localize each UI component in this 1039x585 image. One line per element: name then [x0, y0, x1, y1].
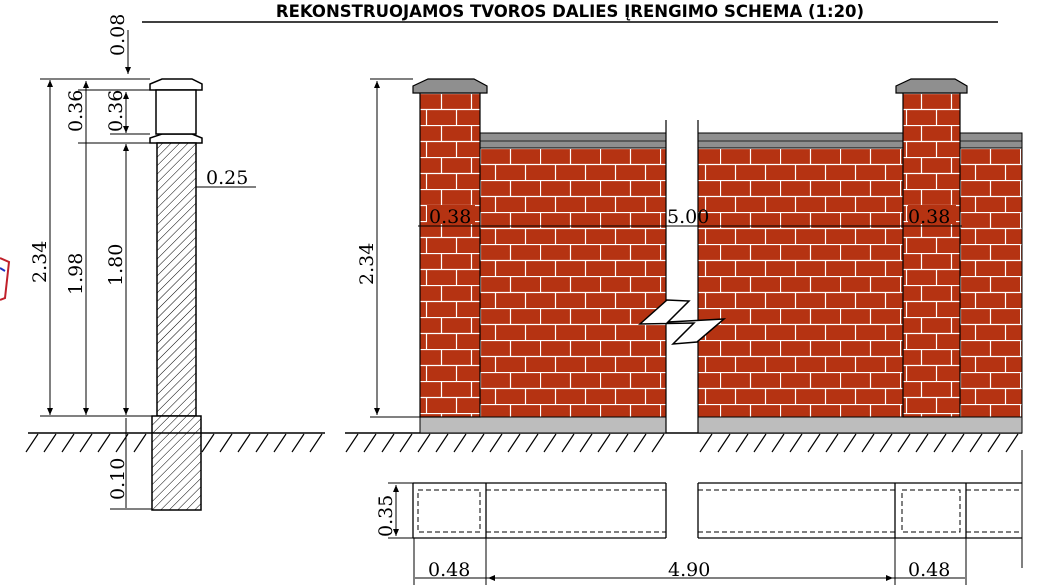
plan-view: 0.35 0.48 4.90 0.48 — [375, 450, 1023, 585]
dim-cap-height-lower: 0.36 — [105, 90, 127, 132]
dim-total-height-side: 2.34 — [29, 241, 51, 283]
side-post — [156, 142, 197, 417]
coping-left — [479, 132, 667, 149]
pillar-left — [419, 92, 481, 418]
side-upper-block — [155, 89, 197, 135]
dim-cap-gap: 0.08 — [107, 14, 129, 56]
wall-right — [959, 147, 1023, 418]
side-footing — [151, 415, 202, 511]
front-ground-hatch — [345, 433, 1019, 453]
dim-cap-height-upper: 0.36 — [65, 90, 87, 132]
dim-footing-left: 0.48 — [428, 559, 470, 581]
dim-post-height: 1.80 — [105, 244, 127, 286]
dim-post-width: 0.25 — [206, 167, 248, 189]
break-symbol — [637, 299, 727, 345]
side-view: 0.08 0.36 0.36 2.34 1.98 1.80 0.25 0.10 — [25, 14, 325, 511]
pillar-cap-left — [412, 78, 488, 94]
pillar-cap-right — [895, 78, 968, 94]
plinth-left — [419, 416, 667, 434]
coping-middle — [697, 132, 904, 149]
front-view: 2.34 0.38 5.00 0.38 — [345, 78, 1023, 453]
dim-footing-middle: 4.90 — [668, 559, 710, 581]
dim-footing-depth: 0.10 — [107, 458, 129, 500]
coping-right — [959, 132, 1023, 149]
side-mid-cap — [149, 133, 203, 144]
dim-pillar-width-right: 0.38 — [908, 206, 950, 228]
dim-span-length: 5.00 — [667, 206, 709, 228]
diagram-title: REKONSTRUOJAMOS TVOROS DALIES ĮRENGIMO S… — [276, 2, 864, 21]
side-ground-hatch — [25, 433, 323, 453]
dim-pillar-width-left: 0.38 — [429, 206, 471, 228]
pillar-right — [902, 92, 961, 418]
dim-height-to-cap: 1.98 — [65, 253, 87, 295]
edge-mark — [0, 257, 11, 301]
plinth-right — [697, 416, 1023, 434]
wall-left — [479, 147, 667, 418]
plan-pillar-right — [901, 489, 961, 533]
dim-total-height-front: 2.34 — [356, 243, 378, 285]
dim-footing-right: 0.48 — [908, 559, 950, 581]
dim-plan-width: 0.35 — [375, 495, 397, 537]
side-top-cap — [149, 78, 203, 91]
wall-middle — [697, 147, 904, 418]
plan-pillar-left — [417, 489, 481, 533]
